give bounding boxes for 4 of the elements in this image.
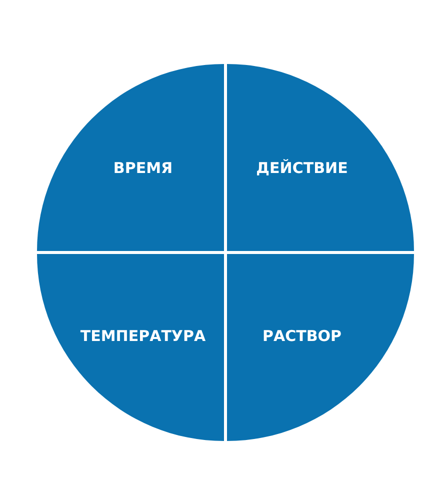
quadrant-label: ТЕМПЕРАТУРА <box>80 326 206 344</box>
quadrant-label: ДЕЙСТВИЕ <box>256 158 348 176</box>
quadrant-label: ВРЕМЯ <box>113 158 173 176</box>
quadrant-label: РАСТВОР <box>262 326 342 344</box>
